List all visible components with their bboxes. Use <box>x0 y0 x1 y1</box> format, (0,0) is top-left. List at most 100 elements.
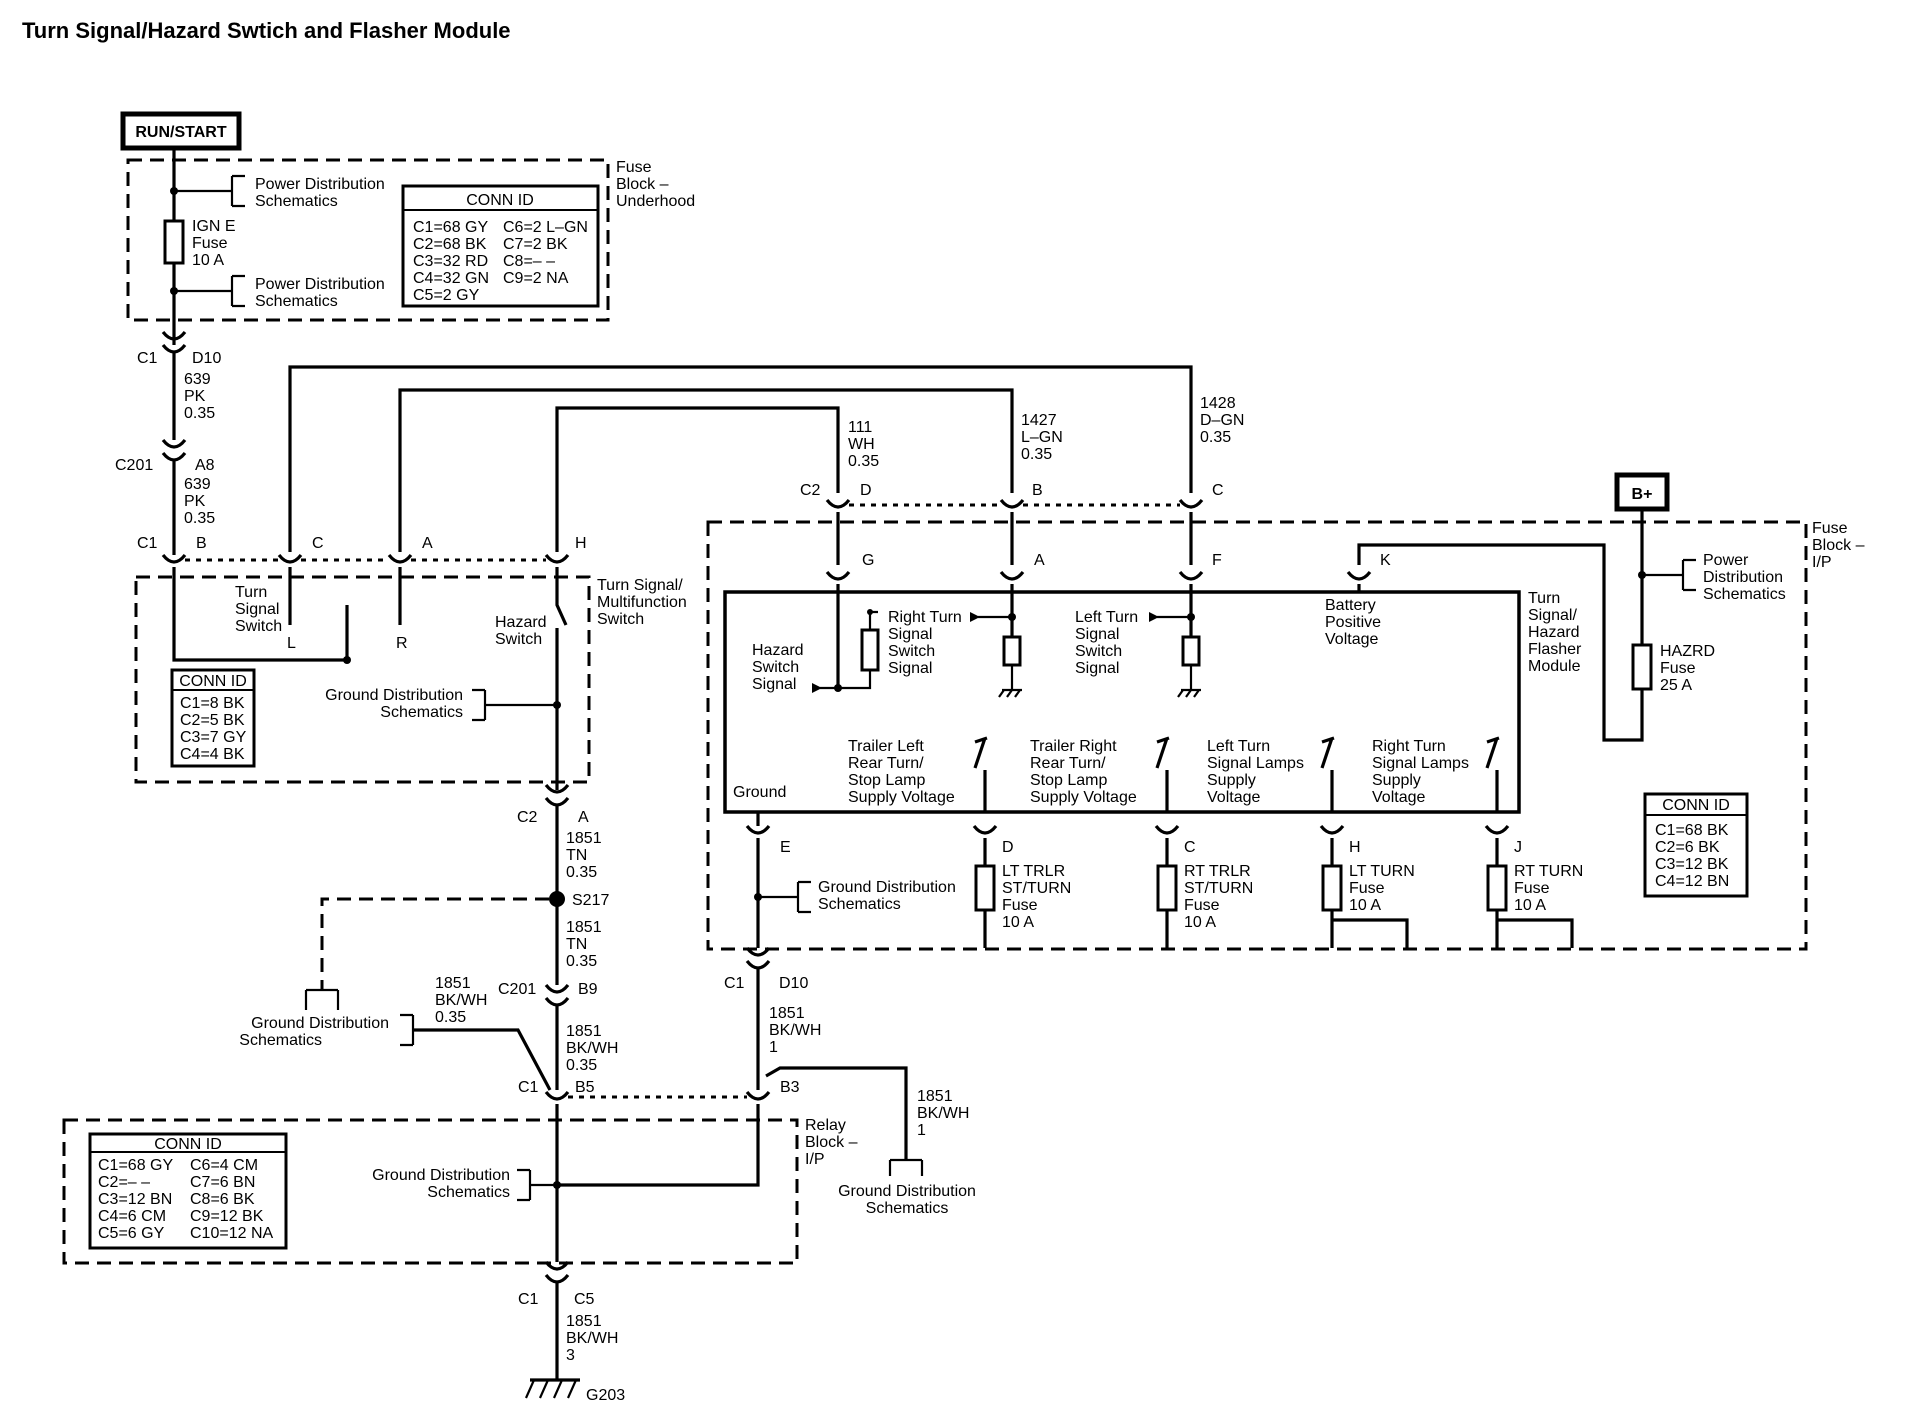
svg-text:C: C <box>1184 839 1196 856</box>
svg-text:C2=– –: C2=– – <box>98 1174 150 1191</box>
svg-text:C1: C1 <box>518 1291 539 1308</box>
svg-text:C8=– –: C8=– – <box>503 253 555 270</box>
svg-text:C5=2 GY: C5=2 GY <box>413 287 480 304</box>
svg-text:B9: B9 <box>578 981 598 998</box>
svg-text:G: G <box>862 552 874 569</box>
svg-text:B: B <box>1032 482 1043 499</box>
svg-text:C201: C201 <box>115 457 153 474</box>
svg-text:A8: A8 <box>195 457 215 474</box>
svg-text:C9=2 NA: C9=2 NA <box>503 270 569 287</box>
svg-text:C2=68 BK: C2=68 BK <box>413 236 487 253</box>
svg-text:C1: C1 <box>137 535 158 552</box>
svg-text:C1=68 GY: C1=68 GY <box>98 1157 173 1174</box>
svg-text:B5: B5 <box>575 1079 595 1096</box>
svg-text:C7=6 BN: C7=6 BN <box>190 1174 255 1191</box>
svg-text:C1: C1 <box>724 975 745 992</box>
svg-text:C5=6 GY: C5=6 GY <box>98 1225 165 1242</box>
svg-text:E: E <box>780 839 791 856</box>
run-start-label: RUN/START <box>135 124 226 141</box>
svg-text:C1=68 BK: C1=68 BK <box>1655 822 1729 839</box>
svg-text:C: C <box>1212 482 1224 499</box>
bplus-label: B+ <box>1632 486 1653 503</box>
svg-text:D: D <box>1002 839 1014 856</box>
svg-text:H: H <box>1349 839 1361 856</box>
svg-text:C3=32 RD: C3=32 RD <box>413 253 488 270</box>
svg-text:S217: S217 <box>572 892 609 909</box>
svg-text:B3: B3 <box>780 1079 800 1096</box>
svg-text:R: R <box>396 635 408 652</box>
svg-text:K: K <box>1380 552 1391 569</box>
svg-text:C6=2 L–GN: C6=2 L–GN <box>503 219 588 236</box>
svg-text:C1=8 BK: C1=8 BK <box>180 695 245 712</box>
svg-text:C4=32 GN: C4=32 GN <box>413 270 489 287</box>
svg-text:C7=2 BK: C7=2 BK <box>503 236 568 253</box>
svg-text:C6=4 CM: C6=4 CM <box>190 1157 258 1174</box>
svg-text:CONN ID: CONN ID <box>179 673 247 690</box>
svg-text:H: H <box>575 535 587 552</box>
svg-text:D10: D10 <box>779 975 808 992</box>
svg-text:D: D <box>860 482 872 499</box>
svg-text:C1: C1 <box>518 1079 539 1096</box>
svg-text:G203: G203 <box>586 1387 625 1404</box>
svg-text:C2: C2 <box>800 482 821 499</box>
svg-text:Ground: Ground <box>733 784 786 801</box>
ign-e-fuse-icon <box>163 219 185 265</box>
svg-text:C1: C1 <box>137 350 158 367</box>
svg-text:C3=12 BK: C3=12 BK <box>1655 856 1729 873</box>
svg-text:A: A <box>578 809 589 826</box>
svg-text:C9=12 BK: C9=12 BK <box>190 1208 264 1225</box>
svg-text:C3=12 BN: C3=12 BN <box>98 1191 172 1208</box>
svg-text:B: B <box>196 535 207 552</box>
svg-text:C4=4 BK: C4=4 BK <box>180 746 245 763</box>
svg-text:C2=6 BK: C2=6 BK <box>1655 839 1720 856</box>
svg-text:L: L <box>287 635 296 652</box>
svg-text:CONN ID: CONN ID <box>466 192 534 209</box>
svg-text:C8=6 BK: C8=6 BK <box>190 1191 255 1208</box>
svg-text:C2: C2 <box>517 809 538 826</box>
svg-text:J: J <box>1514 839 1522 856</box>
svg-text:F: F <box>1212 552 1222 569</box>
splice-s217 <box>549 891 565 907</box>
svg-text:A: A <box>422 535 433 552</box>
